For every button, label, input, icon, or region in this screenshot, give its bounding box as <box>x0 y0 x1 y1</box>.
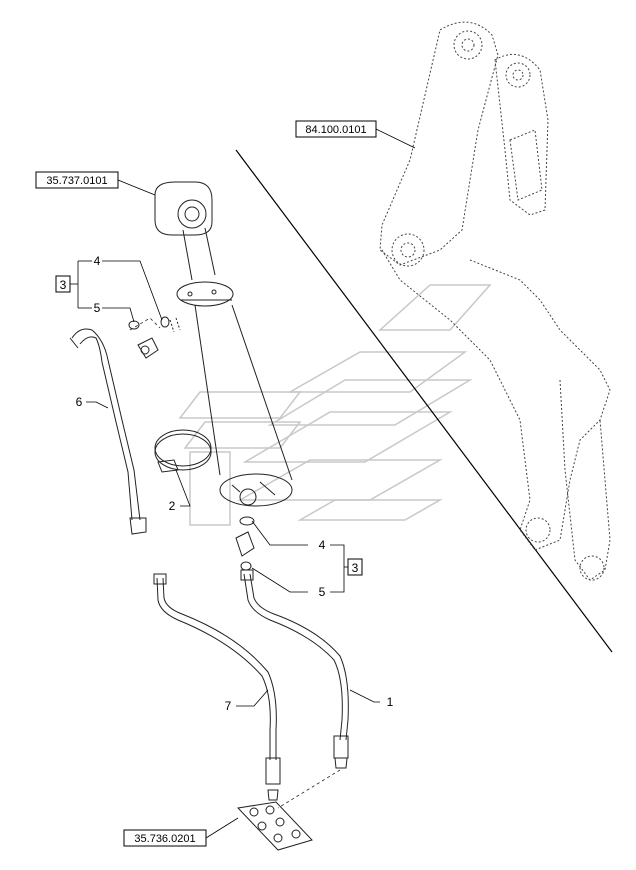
leaders <box>77 179 380 839</box>
tube <box>69 328 147 535</box>
ref-cylinder-box: 35.737.0101 <box>35 171 119 189</box>
callout-hose-right: 1 <box>387 695 394 709</box>
ref-boom-box: 84.100.0101 <box>295 120 377 138</box>
boom-arm <box>379 21 611 581</box>
ref-cylinder-label: 35.737.0101 <box>46 175 107 187</box>
separator-line <box>235 149 613 653</box>
ref-boom-label: 84.100.0101 <box>305 124 366 136</box>
kit-lower-label: 3 <box>352 561 359 575</box>
upper-fittings <box>128 316 170 359</box>
ref-block-box: 35.736.0201 <box>123 829 207 847</box>
callout-seal-upper: 4 <box>94 254 101 268</box>
ref-block-label: 35.736.0201 <box>134 833 195 845</box>
valve-block <box>236 801 313 851</box>
assembly-lines <box>129 317 341 809</box>
callout-seal-lower: 4 <box>319 538 326 552</box>
callout-hose-left: 7 <box>225 699 232 713</box>
clamp <box>154 429 212 473</box>
kit-box-lower: 3 <box>347 558 363 576</box>
lower-fittings <box>235 516 255 571</box>
leader-boom <box>375 128 416 149</box>
hydraulic-cylinder <box>154 181 293 507</box>
callout-tube: 6 <box>76 395 83 409</box>
callout-oring-upper: 5 <box>94 301 101 315</box>
callout-clamp: 2 <box>169 499 176 513</box>
kit-upper-label: 3 <box>60 278 67 292</box>
hoses <box>153 569 349 801</box>
kit-box-upper: 3 <box>55 275 78 293</box>
watermark-logo <box>178 284 492 526</box>
callout-oring-lower: 5 <box>319 585 326 599</box>
